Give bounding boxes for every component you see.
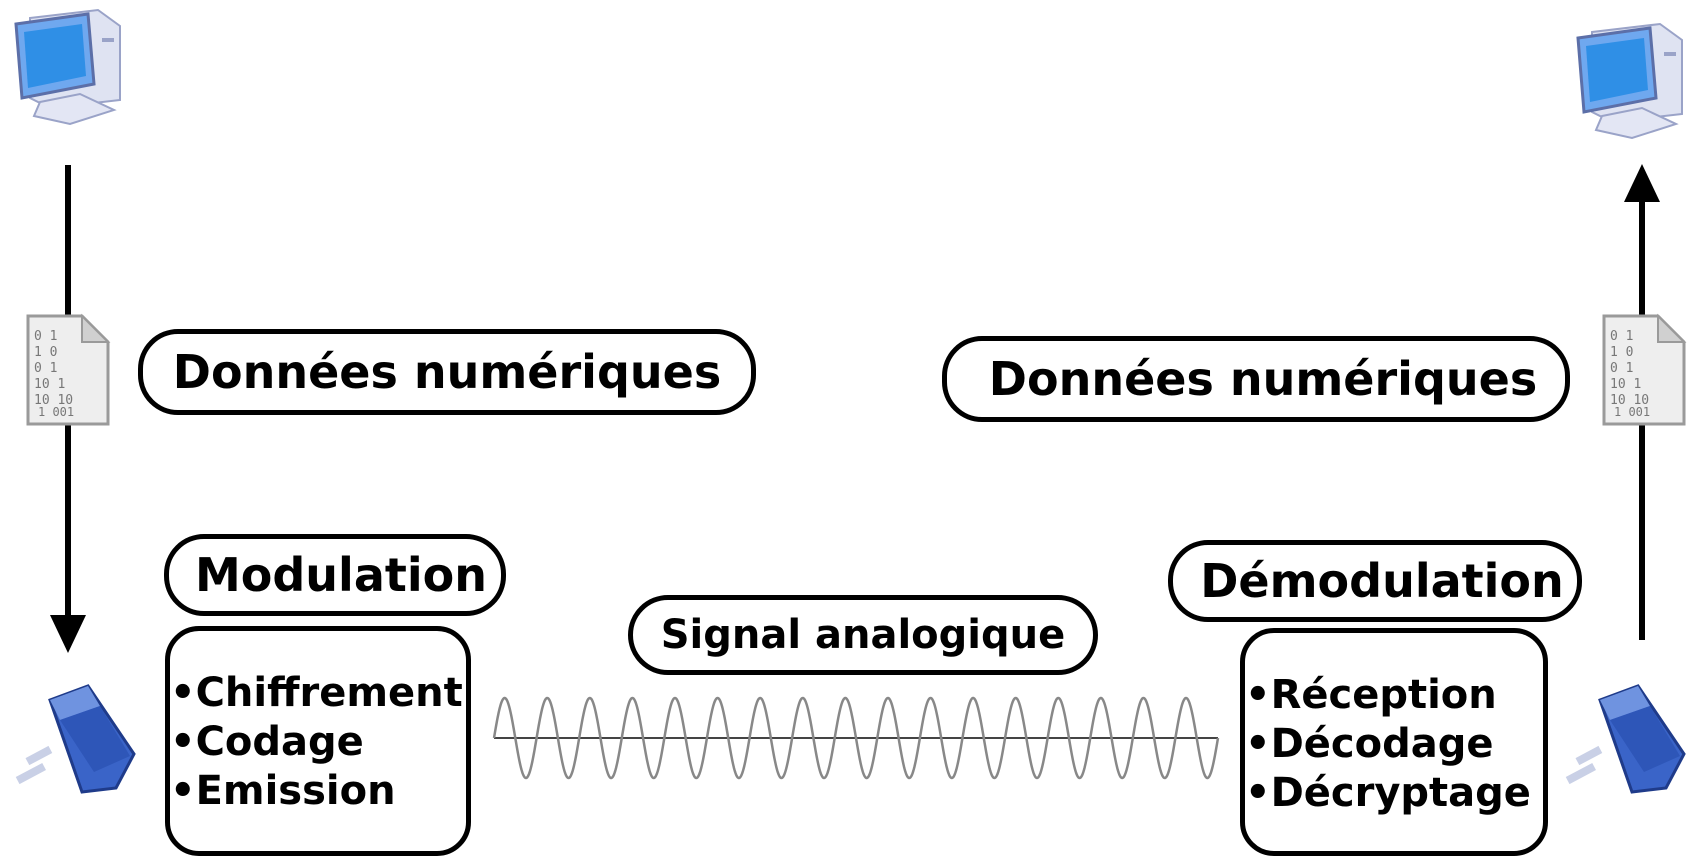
digital-data-label-right: Données numériques <box>942 336 1570 422</box>
step-encryption: •Chiffrement <box>170 670 463 716</box>
modem-icon <box>15 684 136 794</box>
svg-text:0 1: 0 1 <box>34 361 57 376</box>
modulation-label: Modulation <box>164 534 506 616</box>
step-encoding: •Codage <box>170 719 364 765</box>
binary-file-icon: 0 1 1 0 0 1 10 1 10 10 1 001 <box>1602 313 1687 426</box>
svg-text:1 0: 1 0 <box>34 345 57 360</box>
svg-text:10 10: 10 10 <box>1610 393 1649 408</box>
digital-data-text-left: Données numériques <box>172 345 722 399</box>
analog-signal-wave <box>492 696 1220 780</box>
modem-icon <box>1565 684 1686 794</box>
digital-data-text-right: Données numériques <box>988 352 1538 406</box>
digital-data-label-left: Données numériques <box>138 329 756 415</box>
step-emission: •Emission <box>170 768 396 814</box>
analog-signal-text: Signal analogique <box>660 612 1066 658</box>
svg-text:10 1: 10 1 <box>34 377 65 392</box>
step-decryption: •Décryptage <box>1245 770 1531 816</box>
svg-text:10 1: 10 1 <box>1610 377 1641 392</box>
modulation-steps-box: •Chiffrement •Codage •Emission <box>165 626 471 856</box>
computer-icon <box>14 8 121 126</box>
demodulation-label: Démodulation <box>1168 540 1582 622</box>
svg-text:10 10: 10 10 <box>34 393 73 408</box>
binary-file-icon: 0 1 1 0 0 1 10 1 10 10 1 001 <box>26 313 111 426</box>
step-reception: •Réception <box>1245 672 1497 718</box>
demodulation-steps-box: •Réception •Décodage •Décryptage <box>1240 628 1548 856</box>
step-decoding: •Décodage <box>1245 721 1494 767</box>
analog-signal-label: Signal analogique <box>628 595 1098 675</box>
svg-text:1 001: 1 001 <box>1614 405 1650 419</box>
demodulation-text: Démodulation <box>1200 554 1564 608</box>
svg-text:1 0: 1 0 <box>1610 345 1633 360</box>
svg-text:0 1: 0 1 <box>1610 329 1633 344</box>
computer-icon <box>1576 22 1683 140</box>
modulation-text: Modulation <box>195 548 487 602</box>
svg-text:1 001: 1 001 <box>38 405 74 419</box>
svg-text:0 1: 0 1 <box>34 329 57 344</box>
svg-text:0 1: 0 1 <box>1610 361 1633 376</box>
